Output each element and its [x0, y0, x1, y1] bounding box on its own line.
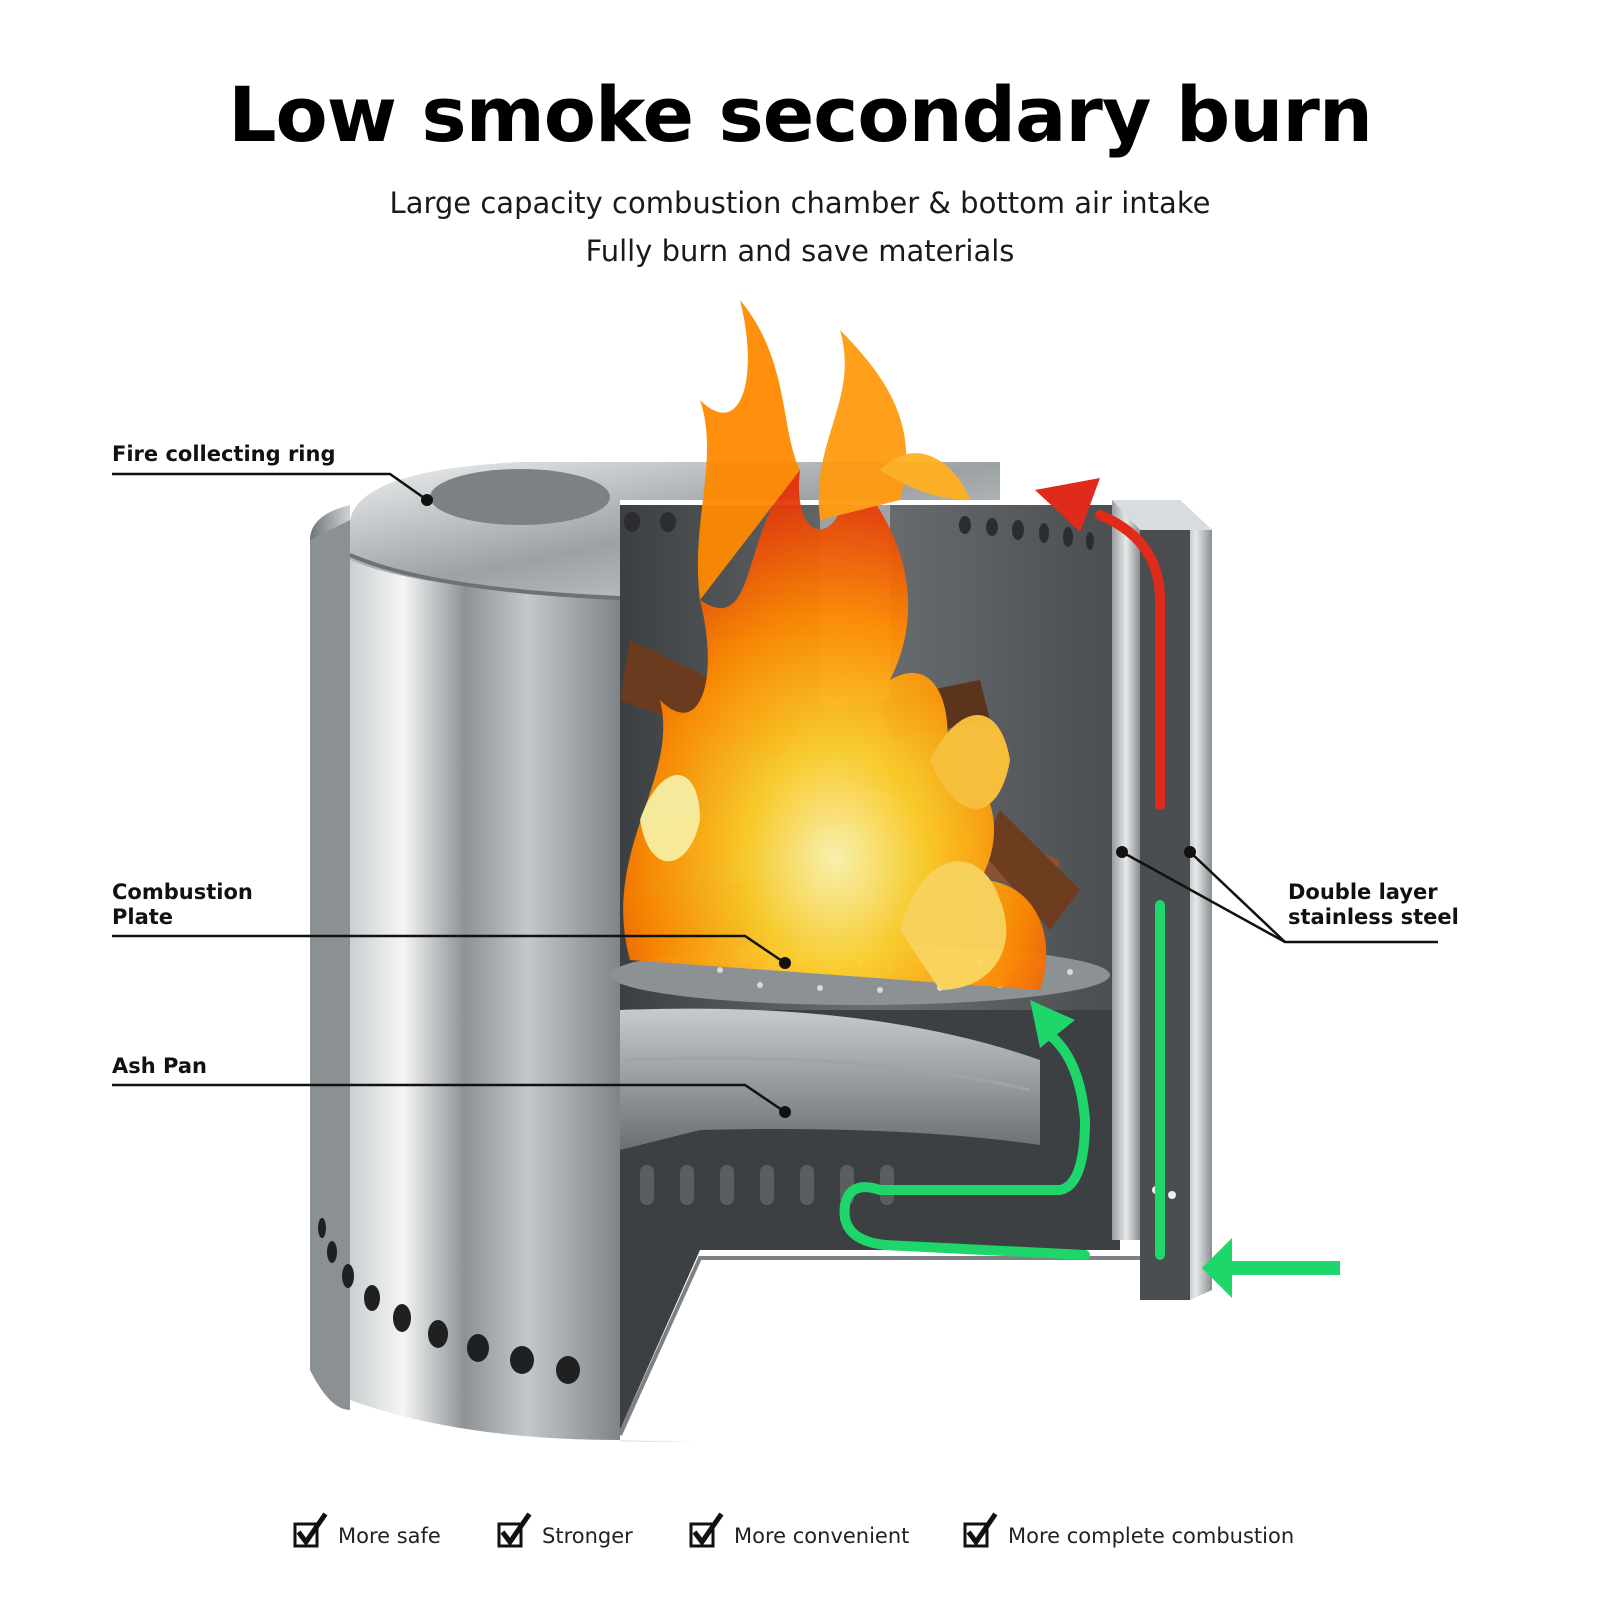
callout-combustion-plate: Combustion Plate [112, 880, 253, 930]
feature-label: More convenient [734, 1524, 910, 1548]
hot-airflow-arrow [1095, 510, 1165, 810]
checkbox-checked-icon [689, 1512, 724, 1548]
subtitle-line-1: Large capacity combustion chamber & bott… [389, 186, 1211, 220]
cool-airflow-arrows [839, 900, 1165, 1260]
feature-more-safe: More safe [292, 1512, 441, 1552]
callout-double-layer-line2: stainless steel [1288, 905, 1459, 929]
outer-cylinder [310, 505, 1181, 1443]
subtitle-line-2: Fully burn and save materials [585, 234, 1015, 268]
callout-dots [421, 494, 1196, 1118]
cylinder-left-shell [310, 505, 620, 1440]
callout-fire-collecting-ring: Fire collecting ring [112, 442, 336, 466]
callout-double-layer-line1: Double layer [1288, 880, 1438, 904]
feature-more-convenient: More convenient [688, 1512, 909, 1552]
feature-label: More complete combustion [1008, 1524, 1295, 1548]
callout-lines [112, 472, 1438, 1114]
checkbox-checked-icon [293, 1512, 328, 1548]
cool-airflow-arrowhead-up [1030, 1000, 1075, 1048]
checkbox-checked-icon [963, 1512, 998, 1548]
callout-combustion-line1: Combustion [112, 880, 253, 904]
hot-airflow-arrowhead [1035, 478, 1100, 532]
flames [623, 300, 1047, 990]
feature-label: More safe [338, 1524, 441, 1548]
intake-arrow [1202, 1238, 1340, 1298]
checkbox-checked-icon [497, 1512, 532, 1548]
page-title: Low smoke secondary burn [228, 70, 1373, 159]
feature-list: More safe Stronger More convenient More … [0, 1512, 1600, 1562]
callout-combustion-line2: Plate [112, 905, 174, 929]
feature-stronger: Stronger [496, 1512, 633, 1552]
callout-double-layer: Double layer stainless steel [1288, 880, 1459, 930]
feature-label: Stronger [542, 1524, 633, 1548]
callout-ash-pan: Ash Pan [112, 1054, 207, 1078]
feature-more-complete-combustion: More complete combustion [962, 1512, 1294, 1552]
bottom-vent-holes [318, 1218, 580, 1384]
ash-pan-shape [620, 1008, 1040, 1150]
